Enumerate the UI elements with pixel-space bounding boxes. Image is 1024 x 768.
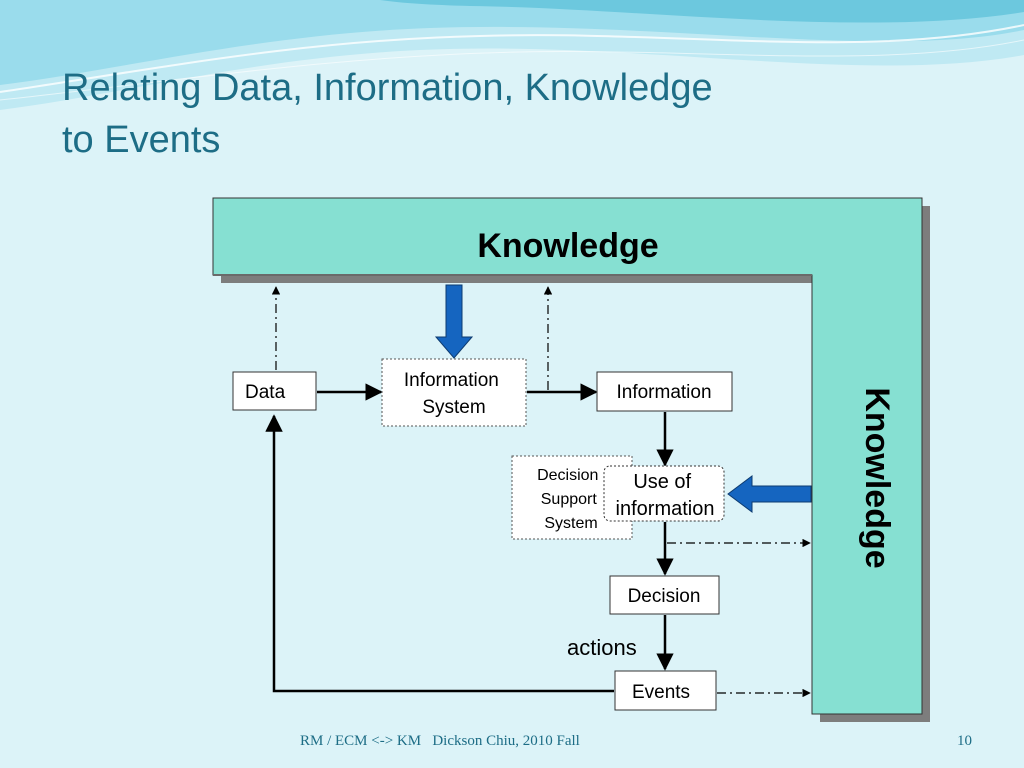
data-label: Data (245, 382, 286, 403)
slide-title: Relating Data, Information, Knowledge to… (62, 62, 713, 166)
information-system-label: Information System (404, 370, 504, 418)
events-to-data-feedback-arrow (265, 414, 614, 693)
decision-support-system-label: Decision Support System (537, 467, 603, 532)
decision-box (609, 575, 720, 615)
events-box (614, 670, 717, 711)
information-system-box (381, 358, 527, 427)
knowledge-top-label: Knowledge (477, 227, 658, 265)
information-label: Information (616, 382, 711, 403)
knowledge-side-label: Knowledge (858, 387, 896, 568)
use-of-information-box (603, 465, 725, 522)
actions-label: actions (567, 635, 637, 660)
slide-title-line2: to Events (62, 119, 221, 161)
decision-label: Decision (628, 586, 701, 607)
knowledge-block (212, 197, 930, 722)
header-wave-decoration (0, 0, 1024, 110)
knowledge-to-is-arrow (434, 284, 474, 359)
knowledge-to-use-arrow (727, 475, 812, 513)
slide-title-line1: Relating Data, Information, Knowledge (62, 67, 713, 109)
events-label: Events (632, 682, 690, 703)
page-number: 10 (957, 733, 972, 749)
use-of-information-label: Use of information (616, 471, 715, 520)
footer-text: RM / ECM <-> KM Dickson Chiu, 2010 Fall (300, 733, 580, 749)
information-box (596, 371, 733, 412)
data-box (232, 371, 317, 411)
